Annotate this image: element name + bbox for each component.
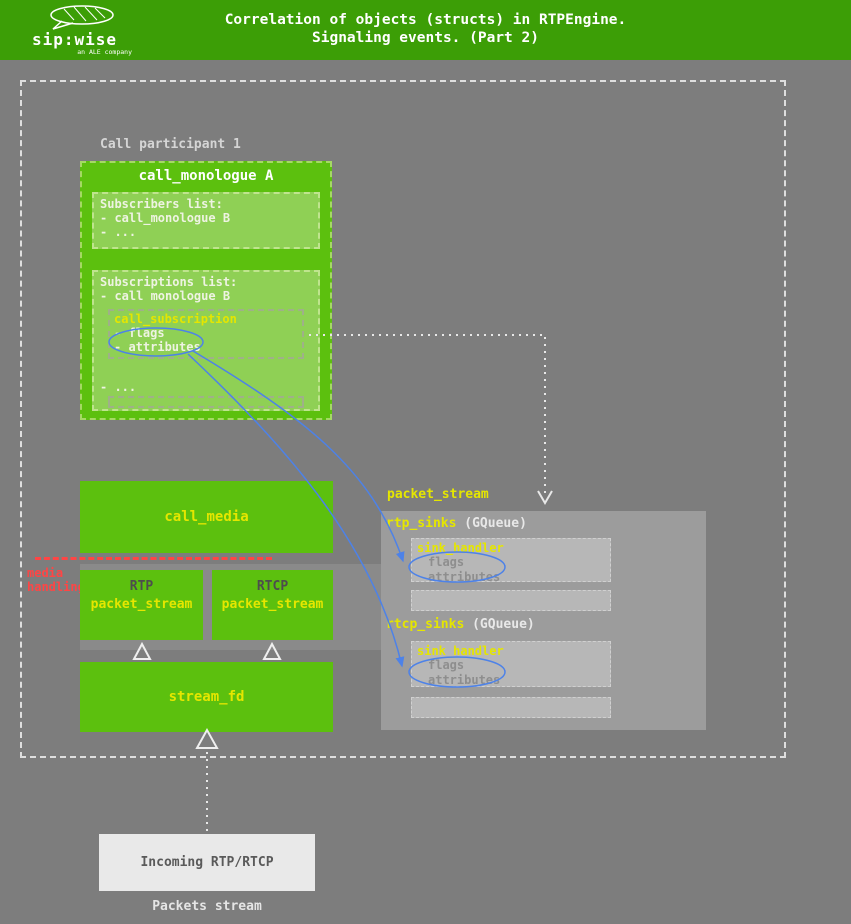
media-handling-line2: handling [27, 580, 85, 594]
sink-handler-title: sink_handler [417, 541, 504, 555]
call-monologue-title: call_monologue A [138, 168, 274, 184]
slide-title: Correlation of objects (structs) in RTPE… [0, 11, 851, 47]
slide-title-line1: Correlation of objects (structs) in RTPE… [224, 12, 627, 28]
subscribers-header: Subscribers list: [100, 197, 223, 211]
sink-handler-field: flags [428, 658, 465, 672]
rtcp-sinks-type: (GQueue) [472, 617, 535, 632]
subscriptions-header: Subscriptions list: [100, 275, 238, 289]
media-handling-line1: media [27, 566, 64, 580]
subscriptions-list-box: Subscriptions list: - call monologue B c… [92, 270, 320, 411]
media-handling-label: media handling [27, 566, 85, 594]
participant-label: Call participant 1 [100, 137, 241, 152]
rtcp-packet-stream-box: RTCP packet_stream [212, 570, 333, 640]
call-subscription-box: call_subscription - flags - attributes [108, 309, 304, 359]
packets-stream-label: Packets stream [152, 899, 262, 914]
call-subscription-peek-box [108, 396, 304, 408]
sink-handler-field: flags [428, 555, 465, 569]
header-bar: sip:wise an ALE company Correlation of o… [0, 0, 851, 60]
rtcp-sink-handler-box: sink_handler flags attributes [411, 641, 611, 687]
subscribers-list-box: Subscribers list: - call_monologue B - .… [92, 192, 320, 249]
rtcp-type-label: RTCP [256, 579, 289, 594]
subscribers-item: - call_monologue B [100, 211, 231, 225]
stream-fd-box: stream_fd [80, 662, 333, 732]
media-handling-divider [35, 557, 272, 560]
packet-stream-panel: rtp_sinks (GQueue) sink_handler flags at… [381, 511, 706, 730]
sink-handler-field: attributes [428, 569, 501, 584]
call-subscription-title: call_subscription [114, 312, 237, 326]
rtp-sinks-name: rtp_sinks [386, 516, 457, 531]
slide-title-line2: Signaling events. (Part 2) [312, 30, 539, 46]
rtcp-sink-empty-box [411, 697, 611, 718]
sink-handler-title: sink_handler [417, 644, 504, 658]
subscriptions-more: - ... [100, 380, 137, 394]
rtp-sinks-label: rtp_sinks (GQueue) [386, 516, 527, 531]
rtp-packet-stream-box: RTP packet_stream [80, 570, 203, 640]
subscribers-item: - ... [100, 225, 137, 239]
diagram-boundary [20, 80, 786, 758]
incoming-rtp-box: Incoming RTP/RTCP [99, 834, 315, 891]
rtp-sink-empty-box [411, 590, 611, 611]
call-subscription-field: - flags [114, 326, 165, 340]
subscriptions-item: - call monologue B [100, 289, 231, 303]
rtp-type-label: RTP [129, 579, 154, 594]
sink-handler-field: attributes [428, 672, 501, 687]
sipwise-logo: sip:wise an ALE company [32, 4, 132, 56]
logo-subtext: an ALE company [77, 48, 132, 56]
rtp-sinks-type: (GQueue) [464, 516, 527, 531]
call-subscription-field: - attributes [114, 340, 201, 354]
rtcp-sinks-name: rtcp_sinks [386, 617, 465, 632]
rtcp-packet-stream-label: packet_stream [221, 597, 324, 612]
call-media-box: call_media [80, 481, 333, 553]
logo-cloud-icon [50, 5, 114, 30]
rtp-sink-handler-box: sink_handler flags attributes [411, 538, 611, 584]
rtcp-sinks-label: rtcp_sinks (GQueue) [386, 617, 535, 632]
rtp-packet-stream-label: packet_stream [90, 597, 193, 612]
logo-text: sip:wise [32, 30, 118, 49]
call-monologue-box: call_monologue A Subscribers list: - cal… [80, 161, 332, 420]
packet-stream-panel-title: packet_stream [387, 487, 489, 502]
